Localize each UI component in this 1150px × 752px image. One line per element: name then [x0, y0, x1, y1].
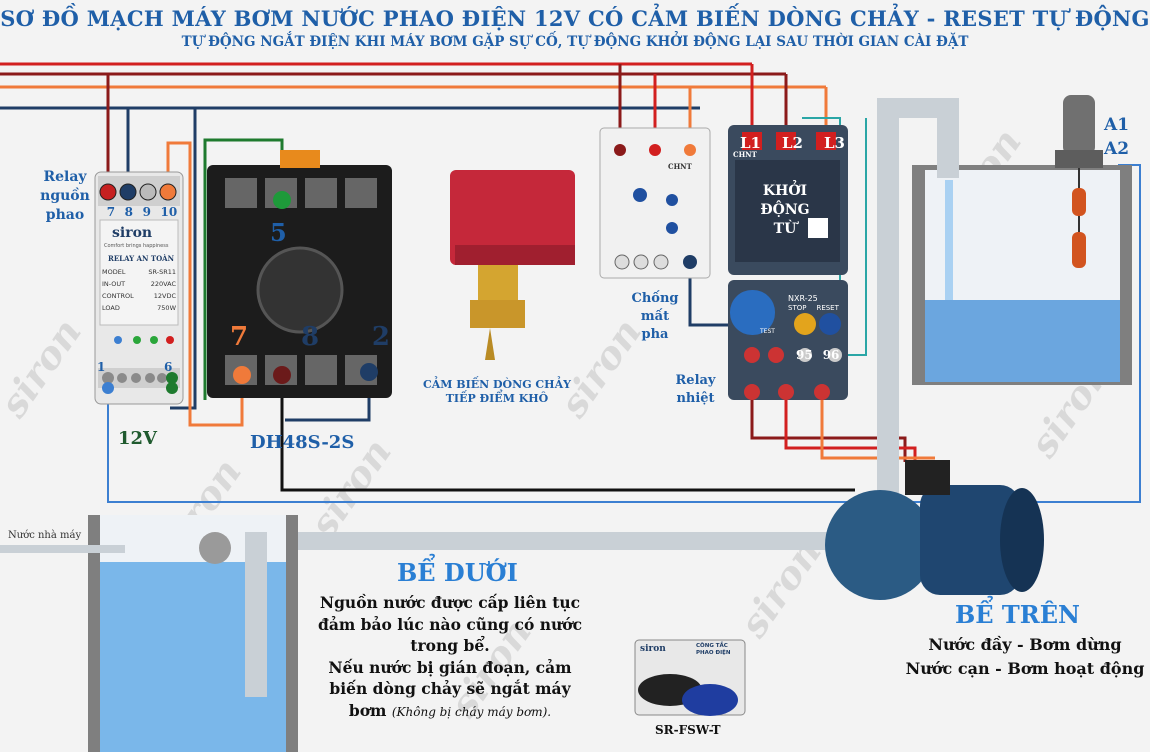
phase-guard-brand: CHNT [668, 162, 692, 171]
upper-tank-title: BỂ TRÊN [955, 600, 1080, 629]
lower-tank-desc: Nguồn nước được cấp liên tục đảm bảo lúc… [317, 593, 583, 720]
float-box-brand: siron [640, 644, 666, 654]
power-lines [0, 62, 826, 110]
electrode-labels: A1 A2 [1104, 115, 1130, 159]
inlet-label: Nước nhà máy [8, 530, 82, 541]
relay-brand: siron [112, 225, 153, 241]
voltage-label: 12V [118, 428, 158, 449]
contactor-brand: CHNT [733, 150, 757, 159]
relay-bottom-right: 6 [164, 360, 173, 374]
svg-text:siron: siron [0, 310, 90, 426]
upper-tank-desc: Nước đầy - Bơm dừng Nước cạn - Bơm hoạt … [905, 635, 1145, 678]
timer-model: DH48S-2S [250, 432, 355, 453]
thermal-label: Relay nhiệt [675, 373, 716, 406]
page-title: SƠ ĐỒ MẠCH MÁY BƠM NƯỚC PHAO ĐIỆN 12V CÓ… [0, 6, 1150, 31]
upper-tank [877, 95, 1132, 493]
relay-float-device [94, 171, 184, 405]
contactor-label: KHỞI ĐỘNG TỪ [760, 183, 810, 237]
timer-pin-5: 5 [270, 218, 287, 247]
phase-guard-label: Chống mất pha [631, 291, 679, 342]
page-subtitle: TỰ ĐỘNG NGẮT ĐIỆN KHI MÁY BƠM GẶP SỰ CỐ,… [181, 34, 969, 50]
lower-tank [0, 515, 298, 752]
phase-guard-device [599, 127, 711, 279]
float-box-text: CÔNG TẮC PHAO ĐIỆN [696, 643, 731, 656]
contactor-device [728, 125, 848, 275]
lower-tank-title: BỂ DƯỚI [397, 558, 518, 587]
relay-brand-sub: Comfort brings happiness [104, 243, 169, 249]
flow-sensor-device [450, 170, 575, 360]
float-switch-product [634, 639, 746, 716]
relay-panel-title: RELAY AN TOÀN [108, 254, 174, 263]
thermal-test: TEST [760, 328, 775, 335]
thermal-relay-device [728, 280, 848, 400]
relay-bottom-left: 1 [97, 360, 106, 374]
float-switch-model: SR-FSW-T [655, 723, 721, 737]
flow-sensor-label: CẢM BIẾN DÒNG CHẢY TIẾP ĐIỂM KHÔ [423, 378, 571, 405]
timer-socket [207, 150, 392, 398]
relay-float-label: Relay nguồn phao [40, 169, 90, 223]
thermal-model: NXR-25 [788, 294, 818, 303]
pump [245, 460, 1044, 600]
